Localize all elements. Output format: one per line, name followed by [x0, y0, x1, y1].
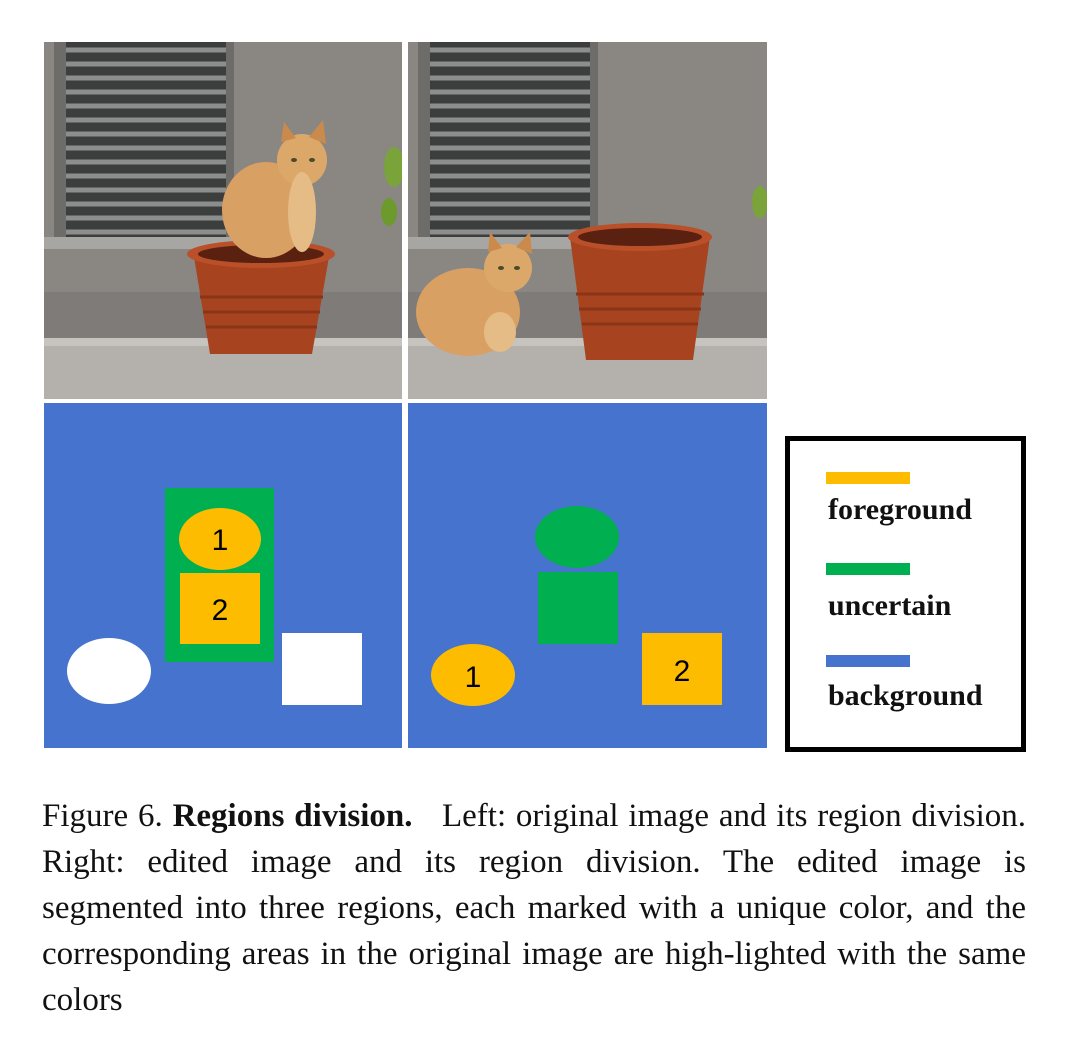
foreground-region-1 — [431, 644, 515, 706]
original-image — [44, 42, 402, 399]
edited-region-division: 1 2 — [408, 403, 767, 748]
legend-label-background: background — [828, 679, 983, 712]
figure-label: Figure 6. — [42, 798, 163, 834]
legend-swatch-foreground — [826, 472, 910, 484]
uncertain-region-square — [538, 572, 618, 644]
uncertain-region-ellipse — [535, 506, 619, 568]
edited-image-illustration — [408, 42, 767, 399]
foreground-region-2 — [642, 633, 722, 705]
legend-swatch-uncertain — [826, 563, 910, 575]
figure-caption: Figure 6. Regions division. Left: origin… — [42, 793, 1026, 1023]
edited-image — [408, 42, 767, 399]
original-region-division: 1 2 — [44, 403, 402, 748]
foreground-region-1 — [179, 508, 261, 570]
region-2-label: 2 — [212, 594, 229, 627]
original-image-illustration — [44, 42, 402, 399]
region-1-label: 1 — [212, 524, 229, 557]
region-1-label: 1 — [465, 661, 482, 694]
unmatched-region-ellipse — [67, 638, 151, 704]
legend: foreground uncertain background — [785, 436, 1026, 752]
region-2-label: 2 — [674, 655, 691, 688]
legend-swatch-background — [826, 655, 910, 667]
legend-label-foreground: foreground — [828, 493, 972, 526]
caption-title: Regions division. — [172, 798, 413, 834]
unmatched-region-square — [282, 633, 362, 705]
caption-text: Left: original image and its region divi… — [42, 798, 1027, 1018]
legend-label-uncertain: uncertain — [828, 589, 952, 622]
foreground-region-2 — [180, 573, 260, 644]
